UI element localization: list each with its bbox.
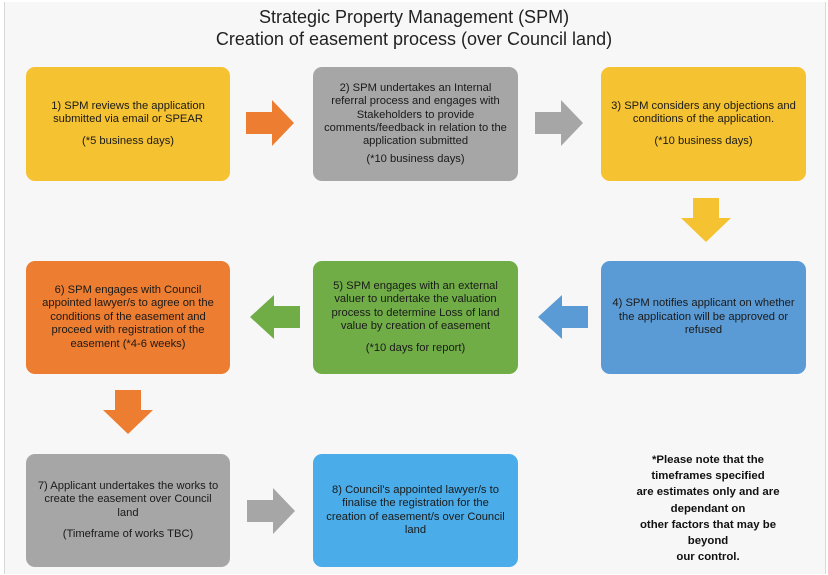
step-8-box: 8) Council's appointed lawyer/s to final… [313, 454, 518, 567]
timeframe-note: *Please note that the timeframes specifi… [596, 452, 820, 565]
diagram-subtitle: Creation of easement process (over Counc… [215, 29, 613, 49]
step-3-timeframe: (*10 business days) [654, 134, 753, 147]
arrow-right-7-8 [247, 488, 295, 534]
step-2-box: 2) SPM undertakes an Internal referral p… [313, 67, 518, 181]
arrow-left-5-6 [250, 295, 300, 339]
arrow-down-3-4 [681, 198, 731, 242]
arrow-right-1-2 [246, 100, 294, 146]
step-1-timeframe: (*5 business days) [81, 134, 175, 147]
diagram-title: Strategic Property Management (SPM) [258, 7, 570, 27]
step-2-text: 2) SPM undertakes an Internal referral p… [324, 81, 507, 148]
step-7-box: 7) Applicant undertakes the works to cre… [26, 454, 230, 567]
step-6-text: 6) SPM engages with Council appointed la… [42, 283, 214, 350]
step-8-text: 8) Council's appointed lawyer/s to final… [326, 483, 505, 536]
step-1-text: 1) SPM reviews the application submitted… [51, 99, 205, 126]
step-2-timeframe: (*10 business days) [366, 152, 465, 165]
note-line: dependant on [670, 502, 746, 515]
step-7-timeframe: (Timeframe of works TBC) [62, 527, 194, 540]
note-line: our control. [676, 551, 740, 564]
note-line: are estimates only and are [636, 486, 780, 499]
step-5-box: 5) SPM engages with an external valuer t… [313, 261, 518, 374]
step-5-text: 5) SPM engages with an external valuer t… [331, 279, 500, 333]
step-1-box: 1) SPM reviews the application submitted… [26, 67, 230, 181]
step-3-text: 3) SPM considers any objections and cond… [611, 99, 796, 126]
step-4-text: 4) SPM notifies applicant on whether the… [612, 297, 795, 337]
step-3-box: 3) SPM considers any objections and cond… [601, 67, 806, 181]
step-4-box: 4) SPM notifies applicant on whether the… [601, 261, 806, 374]
arrow-right-2-3 [535, 100, 583, 146]
arrow-left-4-5 [538, 295, 588, 339]
note-line: timeframes specified [651, 470, 765, 483]
step-5-timeframe: (*10 days for report) [365, 341, 466, 354]
arrow-down-6-7 [103, 390, 153, 434]
note-line: other factors that may be [639, 518, 777, 531]
note-line: beyond [687, 535, 729, 548]
step-6-box: 6) SPM engages with Council appointed la… [26, 261, 230, 374]
note-line: *Please note that the [651, 454, 765, 466]
step-7-text: 7) Applicant undertakes the works to cre… [37, 479, 219, 519]
